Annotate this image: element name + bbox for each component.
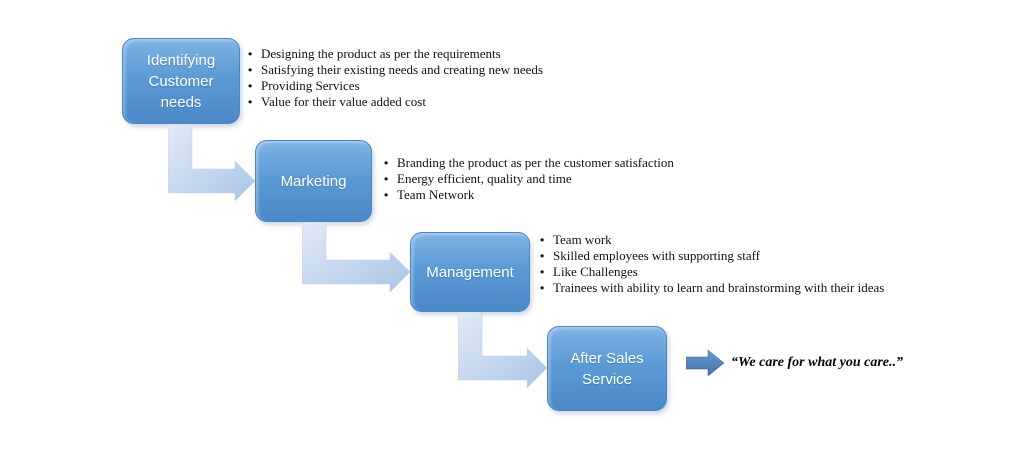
bullet-item: • Branding the product as per the custome…: [384, 155, 854, 171]
step-box-after-sales-service[interactable]: After Sales Service: [547, 326, 667, 411]
bullet-item: • Trainees with ability to learn and brai…: [540, 280, 1010, 296]
step-label: Management: [426, 263, 514, 281]
bullet-item: • Skilled employees with supporting staff: [540, 248, 1010, 264]
bullet-item: • Team work: [540, 232, 1010, 248]
bullet-item: • Like Challenges: [540, 264, 1010, 280]
bullet-icon: •: [540, 281, 545, 295]
bullet-item: • Energy efficient, quality and time: [384, 171, 854, 187]
bullet-icon: •: [540, 233, 545, 247]
bullet-icon: •: [384, 156, 389, 170]
bullet-icon: •: [248, 47, 253, 61]
elbow-arrow-connector-3: [458, 312, 547, 388]
bullet-icon: •: [384, 188, 389, 202]
right-arrow-icon: [686, 350, 724, 376]
step-label: After Sales Service: [570, 349, 644, 388]
bullet-text: Energy efficient, quality and time: [397, 171, 572, 186]
bullet-text: Branding the product as per the customer…: [397, 155, 674, 170]
bullet-item: • Providing Services: [248, 78, 718, 94]
bullet-text: Team Network: [397, 187, 475, 202]
bullet-text: Value for their value added cost: [261, 94, 426, 109]
bullet-item: • Designing the product as per the requir…: [248, 46, 718, 62]
elbow-arrow-connector-1: [168, 124, 255, 201]
step-box-marketing[interactable]: Marketing: [255, 140, 372, 222]
step-box-identifying-customer-needs[interactable]: Identifying Customer needs: [122, 38, 240, 124]
bullet-icon: •: [384, 172, 389, 186]
bullet-text: Like Challenges: [553, 264, 638, 279]
elbow-arrow-connector-2: [302, 222, 410, 292]
step-box-management[interactable]: Management: [410, 232, 530, 312]
bullet-text: Team work: [553, 232, 612, 247]
bullet-item: • Satisfying their existing needs and cre…: [248, 62, 718, 78]
bullet-icon: •: [248, 63, 253, 77]
step-label: Marketing: [280, 172, 347, 190]
bullet-text: Trainees with ability to learn and brain…: [553, 280, 885, 295]
bullet-icon: •: [248, 95, 253, 109]
bullet-icon: •: [540, 249, 545, 263]
bullet-list-marketing: • Branding the product as per the custome…: [384, 155, 854, 203]
bullet-text: Designing the product as per the require…: [261, 46, 501, 61]
bullet-text: Providing Services: [261, 78, 360, 93]
bullet-icon: •: [248, 79, 253, 93]
bullet-text: Skilled employees with supporting staff: [553, 248, 761, 263]
bullet-icon: •: [540, 265, 545, 279]
bullet-text: Satisfying their existing needs and crea…: [261, 62, 543, 77]
step-label: Identifying Customer needs: [146, 51, 216, 111]
bullet-item: • Value for their value added cost: [248, 94, 718, 110]
tagline-quote: “We care for what you care..”: [731, 355, 903, 370]
bullet-item: • Team Network: [384, 187, 854, 203]
bullet-list-management: • Team work • Skilled employees with suppo…: [540, 232, 1010, 296]
bullet-list-identifying-customer-needs: • Designing the product as per the requir…: [248, 46, 718, 110]
